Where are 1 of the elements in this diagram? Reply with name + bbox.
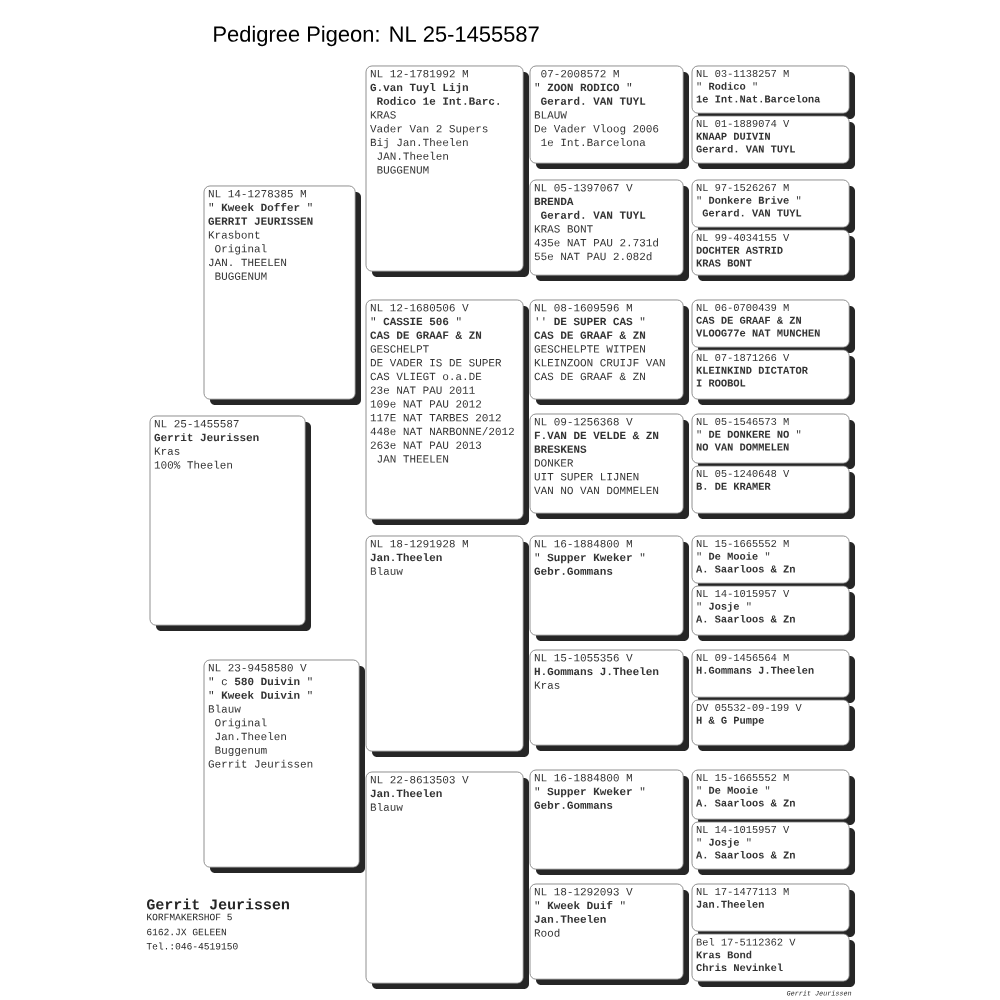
title: Pedigree Pigeon: NL 25-1455587 xyxy=(214,25,539,47)
